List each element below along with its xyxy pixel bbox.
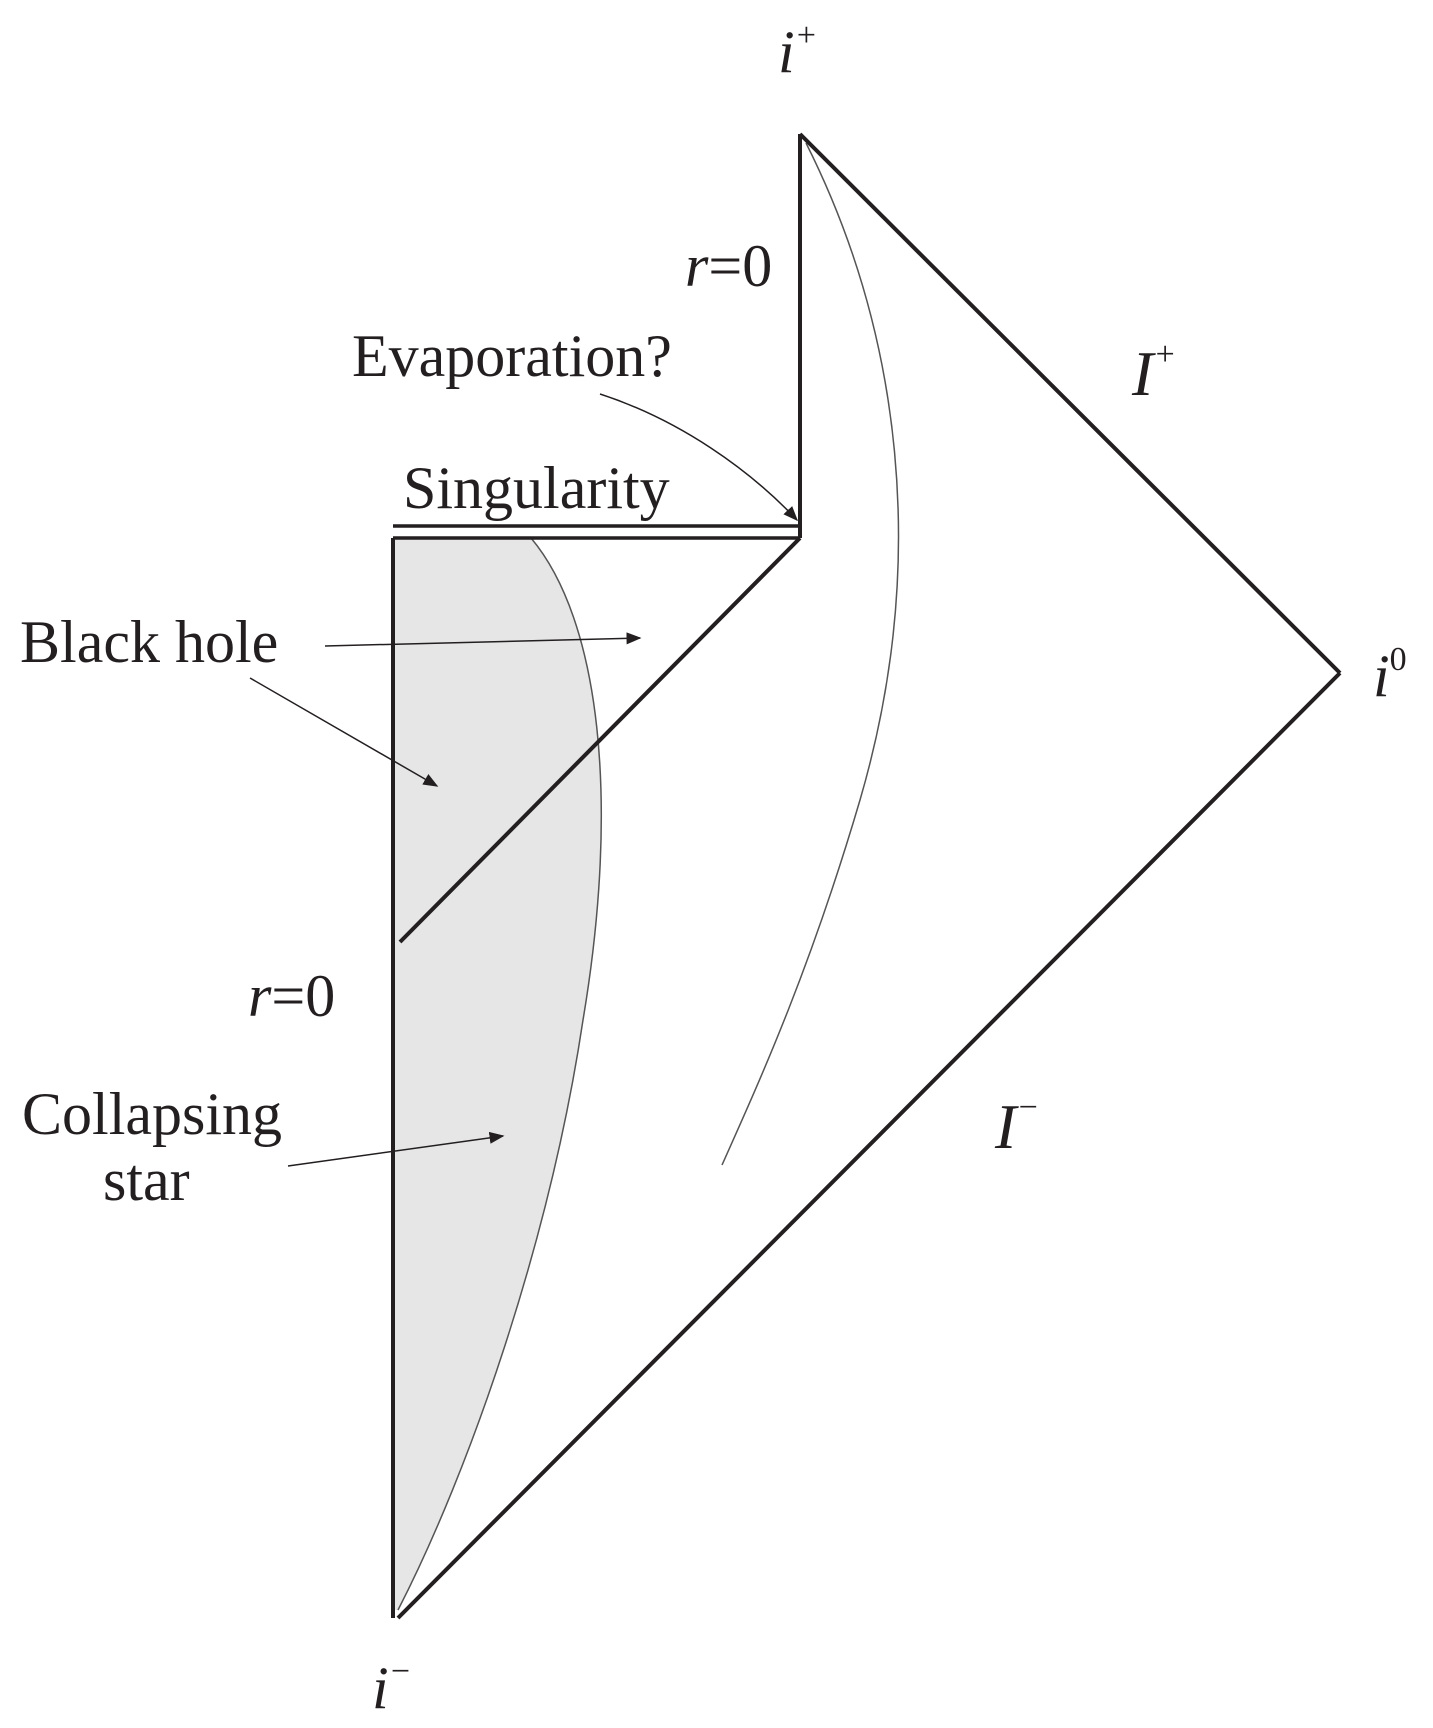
collapsing-star-arrow bbox=[287, 1131, 505, 1167]
star-surface-curve bbox=[397, 537, 603, 1611]
collapsing-star-label-line1: Collapsing bbox=[22, 1081, 282, 1147]
future-null-infinity bbox=[798, 132, 1342, 675]
event-horizon bbox=[398, 536, 802, 944]
collapsing-star-label-line2: star bbox=[103, 1147, 190, 1213]
scri-minus-label: I− bbox=[994, 1089, 1039, 1162]
i-plus-label: i+ bbox=[778, 17, 818, 85]
evaporation-arrow bbox=[599, 393, 799, 522]
singularity-label: Singularity bbox=[403, 455, 670, 521]
collapsing-star-region bbox=[393, 538, 602, 1610]
r-zero-top-label: r=0 bbox=[685, 233, 772, 299]
black-hole-arrow-down bbox=[249, 677, 439, 787]
black-hole-label: Black hole bbox=[20, 609, 278, 675]
black-hole-arrow-right bbox=[324, 632, 642, 647]
past-null-infinity bbox=[396, 671, 1342, 1620]
i-minus-label: i− bbox=[372, 1653, 412, 1721]
outer-worldline-curve bbox=[721, 142, 900, 1166]
evaporation-label: Evaporation? bbox=[352, 323, 672, 389]
scri-plus-label: I+ bbox=[1131, 336, 1176, 409]
i-zero-label: i0 bbox=[1373, 641, 1407, 709]
r-zero-bottom-label: r=0 bbox=[248, 963, 335, 1029]
